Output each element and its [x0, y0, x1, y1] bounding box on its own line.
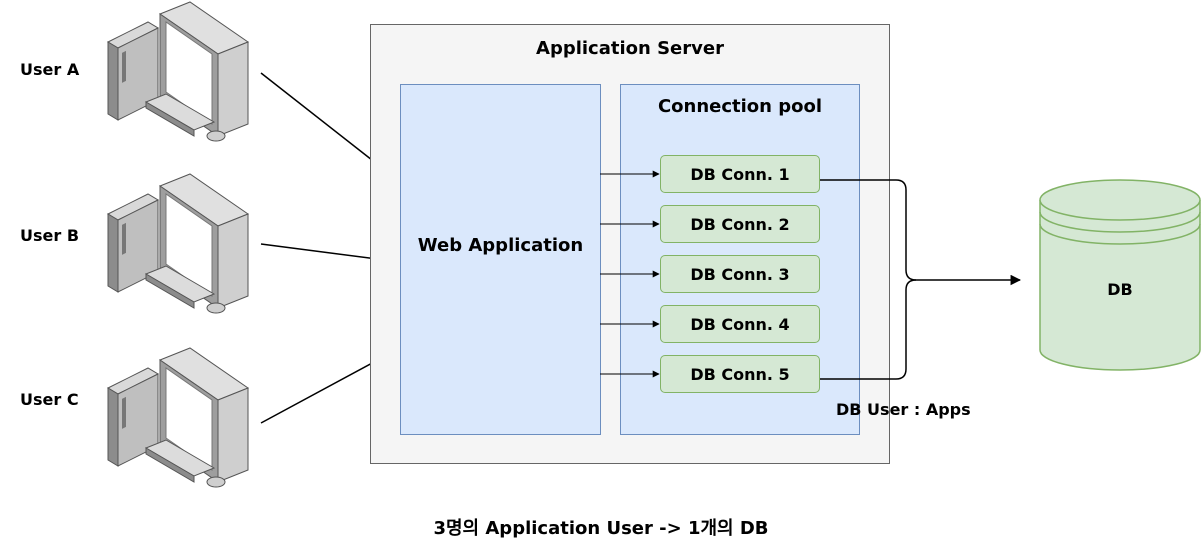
- diagram-caption: 3명의 Application User -> 1개의 DB: [433, 518, 769, 539]
- db-label: DB: [1107, 280, 1133, 299]
- connection-pool-title: Connection pool: [657, 96, 823, 117]
- user-a-label: User A: [20, 60, 80, 79]
- database-icon: [1039, 179, 1201, 371]
- user-b-label: User B: [20, 226, 80, 245]
- web-application-box: [400, 84, 601, 435]
- user-c-label: User C: [20, 390, 79, 409]
- link-conn-5-to-brace: [820, 279, 917, 380]
- link-conn-1-to-brace: [820, 179, 917, 281]
- db-user-label: DB User : Apps: [836, 400, 971, 419]
- application-server-title: Application Server: [536, 38, 724, 59]
- db-connection-2: DB Conn. 2: [660, 205, 820, 243]
- db-connection-4: DB Conn. 4: [660, 305, 820, 343]
- web-application-title-text: Web Application: [417, 235, 584, 256]
- web-application-title: Web Application: [400, 232, 601, 259]
- db-connection-1: DB Conn. 1: [660, 155, 820, 193]
- db-connection-3: DB Conn. 3: [660, 255, 820, 293]
- db-connection-5: DB Conn. 5: [660, 355, 820, 393]
